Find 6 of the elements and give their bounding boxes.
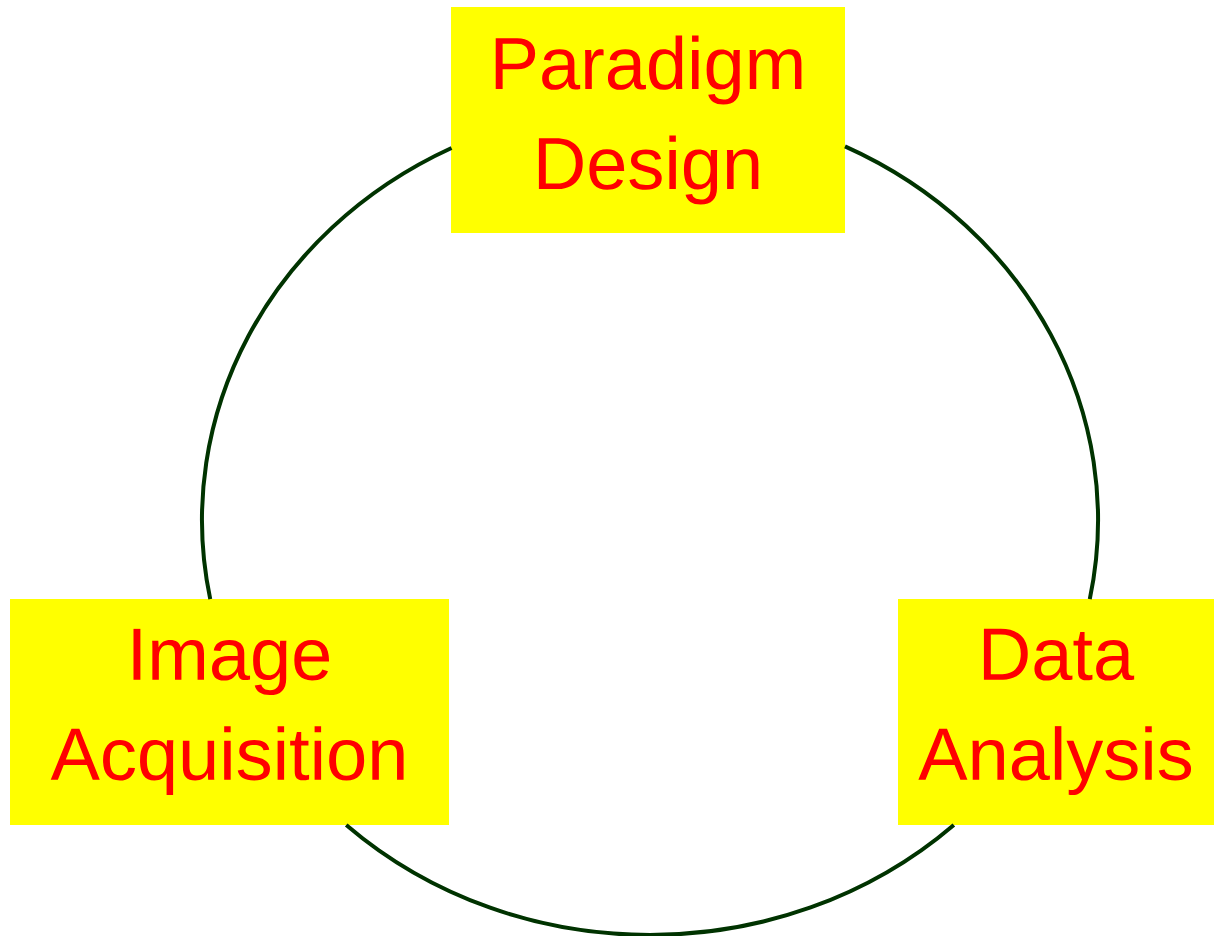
connector-arc [345,823,956,936]
process-box: Paradigm Design [451,7,845,233]
connector-arc [844,144,1100,600]
process-box: Image Acquisition [10,599,449,825]
process-box: Data Analysis [898,599,1214,825]
connector-arc [200,146,453,600]
